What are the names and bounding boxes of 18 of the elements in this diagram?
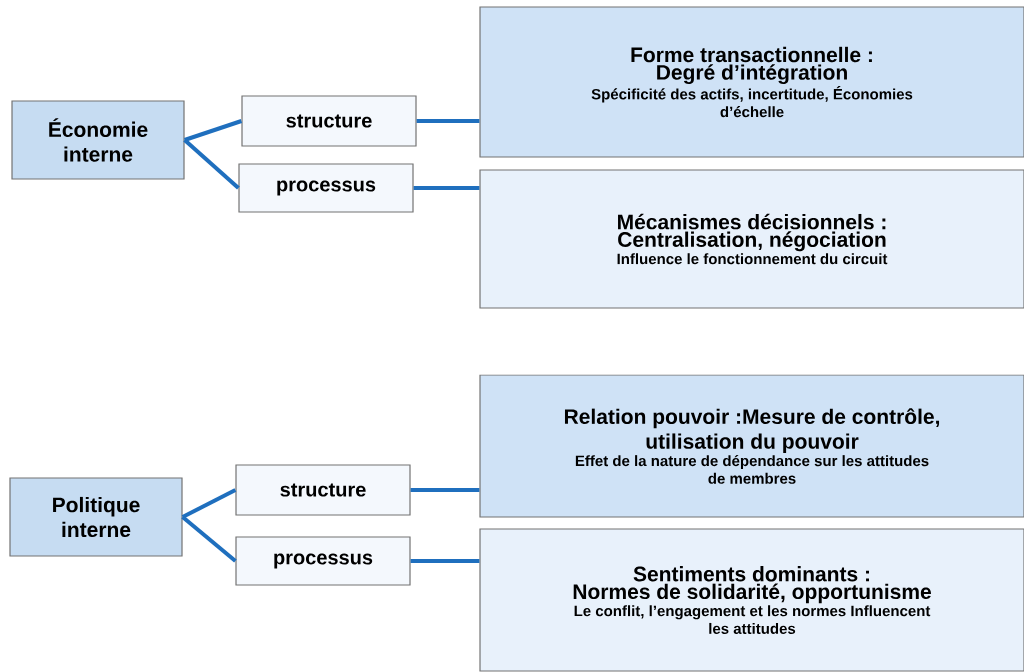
topic-box: Politique interne	[9, 477, 183, 557]
info-box: Sentiments dominants : Normes de solidarité, opportunisme Le conflit, l’engagement et les normes Influencent les attitudes	[479, 528, 1024, 672]
connector-line	[410, 488, 480, 492]
connector-line	[183, 119, 243, 142]
connector-line	[181, 515, 237, 563]
info-box: Forme transactionnelle : Degré d’intégration Spécificité des actifs, incertitude, Économies d’échelle	[479, 6, 1024, 158]
connector-line	[413, 186, 480, 190]
category-box: structure	[241, 95, 417, 147]
info-box: Mécanismes décisionnels : Centralisation, négociation Influence le fonctionnement du circuit	[479, 169, 1024, 309]
connector-line	[183, 138, 240, 190]
topic-box: Économie interne	[11, 100, 185, 180]
category-box: structure	[235, 464, 411, 516]
connector-line	[181, 488, 237, 519]
category-box: processus	[238, 163, 414, 213]
category-box: processus	[235, 536, 411, 586]
info-box: Relation pouvoir :Mesure de contrôle, utilisation du pouvoir Effet de la nature de dépendance sur les attitudes de membres	[479, 374, 1024, 518]
connector-line	[416, 119, 480, 123]
connector-line	[410, 559, 480, 563]
